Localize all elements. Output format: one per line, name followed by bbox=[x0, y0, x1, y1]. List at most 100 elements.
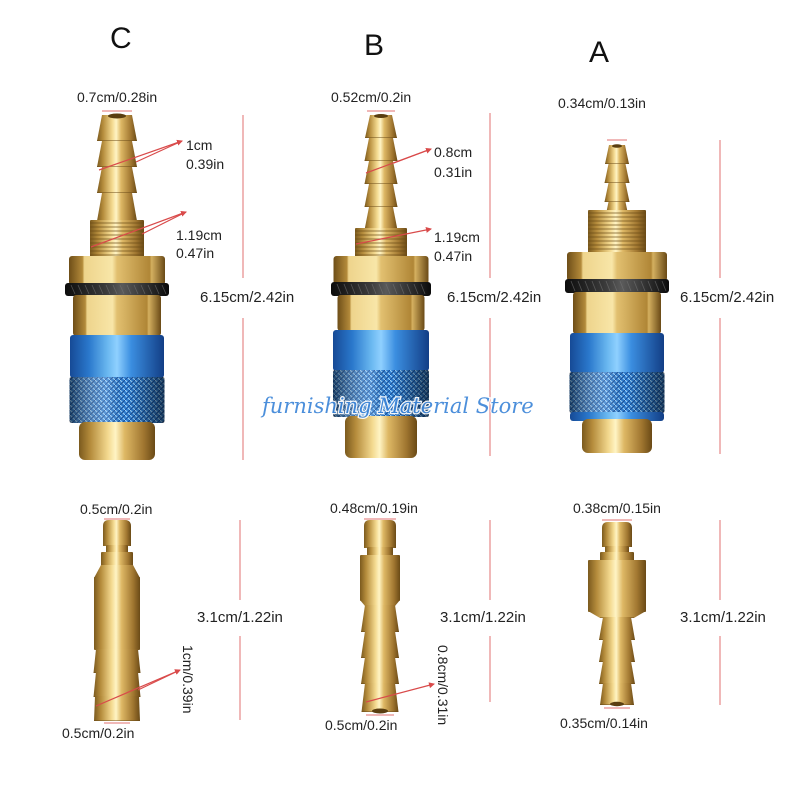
coupler-b-sealing-washer-coil bbox=[371, 283, 377, 295]
coupler-b-sealing-washer-coil bbox=[413, 283, 419, 295]
coupler-a-sealing-washer-coil bbox=[626, 280, 632, 292]
coupler-c-sealing-washer-coil bbox=[98, 284, 104, 295]
coupler-b-sealing-washer-coil bbox=[336, 283, 342, 295]
dim-top-a-total: 6.15cm/2.42in bbox=[680, 289, 774, 306]
dim-bottom-c-total: 3.1cm/1.22in bbox=[197, 609, 283, 626]
plug-b-brass-segment bbox=[361, 605, 399, 632]
column-label-b: B bbox=[364, 29, 384, 62]
dim-bottom-b-end-width: 0.5cm/0.2in bbox=[325, 717, 397, 733]
coupler-a-brass-segment bbox=[604, 183, 630, 202]
coupler-b-sealing-washer-coil bbox=[364, 283, 370, 295]
plug-a-bore-icon bbox=[610, 701, 624, 707]
coupler-c-brass-segment bbox=[97, 115, 137, 141]
plug-b-brass-segment bbox=[360, 555, 400, 601]
coupler-a-brass-segment bbox=[604, 164, 630, 183]
coupler-b-sealing-washer-coil bbox=[406, 283, 412, 295]
plug-c-nozzle-tip bbox=[103, 520, 131, 546]
coupler-a bbox=[565, 144, 669, 453]
dim-bottom-b-total: 3.1cm/1.22in bbox=[440, 609, 526, 626]
coupler-a-hex-nut bbox=[573, 292, 661, 334]
plug-c-brass-segment bbox=[94, 565, 140, 578]
coupler-b-end-cap bbox=[345, 416, 417, 458]
plug-c-brass-segment bbox=[101, 552, 133, 566]
coupler-a-sealing-washer-coil bbox=[598, 280, 604, 292]
coupler-a-knurled-grip-shade bbox=[569, 372, 665, 413]
dimension-lines-top bbox=[90, 110, 721, 460]
dim-top-a-tip-width: 0.34cm/0.13in bbox=[558, 95, 646, 111]
dim-top-c-total: 6.15cm/2.42in bbox=[200, 289, 294, 306]
coupler-a-sealing-washer-coil bbox=[570, 280, 576, 292]
coupler-c-sealing-washer-coil bbox=[140, 284, 146, 295]
dim-top-b-barb-cm: 0.8cm bbox=[434, 144, 472, 160]
coupler-c-sealing-washer-coil bbox=[161, 284, 167, 295]
coupler-a-brass-segment bbox=[605, 145, 629, 164]
coupler-c-sealing-washer-coil bbox=[126, 284, 132, 295]
coupler-c-hex-nut bbox=[73, 295, 161, 336]
coupler-a-bore-icon bbox=[612, 144, 622, 148]
coupler-c-knurled-grip-shade bbox=[69, 377, 165, 423]
dim-top-b-total: 6.15cm/2.42in bbox=[447, 289, 541, 306]
plug-a-brass-segment bbox=[605, 546, 629, 553]
coupler-c-brass-segment bbox=[97, 167, 137, 193]
plug-a-nozzle-tip bbox=[602, 522, 632, 547]
coupler-c-sealing-washer-coil bbox=[112, 284, 118, 295]
coupler-b-bore-icon bbox=[374, 114, 388, 118]
coupler-b-brass-segment bbox=[364, 207, 398, 230]
dim-top-c-tip-width: 0.7cm/0.28in bbox=[77, 89, 157, 105]
coupler-c-blue-sleeve bbox=[70, 335, 164, 378]
coupler-b-sealing-washer-coil bbox=[357, 283, 363, 295]
coupler-c-end-cap bbox=[79, 422, 155, 460]
plug-a-brass-segment bbox=[599, 639, 635, 662]
barb-pointer-top-c bbox=[98, 139, 183, 171]
dimension-lines-bottom bbox=[95, 518, 721, 724]
column-label-a: A bbox=[589, 36, 609, 69]
dim-bottom-b-tip-width: 0.48cm/0.19in bbox=[330, 500, 418, 516]
coupler-b-sealing-washer-coil bbox=[420, 283, 426, 295]
coupler-c bbox=[65, 113, 169, 460]
dim-top-b-thread-in: 0.47in bbox=[434, 248, 472, 264]
plug-b-brass-segment bbox=[367, 547, 393, 556]
coupler-c-sealing-washer-coil bbox=[119, 284, 125, 295]
coupler-b-sealing-washer-coil bbox=[392, 283, 398, 295]
coupler-a-sealing-washer-coil bbox=[577, 280, 583, 292]
coupler-b-hex-nut bbox=[337, 295, 425, 331]
dim-top-b-thread-cm: 1.19cm bbox=[434, 229, 480, 245]
plug-a-brass-segment bbox=[588, 611, 646, 618]
coupler-a-sealing-washer bbox=[565, 279, 669, 293]
dim-bottom-c-tip-width: 0.5cm/0.2in bbox=[80, 501, 152, 517]
column-label-c: C bbox=[110, 22, 132, 55]
plug-b-brass-segment bbox=[361, 657, 399, 684]
coupler-b-brass-segment bbox=[364, 138, 398, 161]
plug-b-bore-icon bbox=[372, 708, 388, 714]
plug-b-brass-segment bbox=[360, 600, 400, 606]
coupler-a-blue-sleeve bbox=[570, 412, 664, 421]
plug-b-nozzle-tip bbox=[364, 520, 396, 548]
coupler-b-sealing-washer-coil bbox=[343, 283, 349, 295]
thread-pointer-top-b bbox=[355, 227, 432, 245]
plug-c bbox=[93, 520, 141, 721]
coupler-b-sealing-washer-coil bbox=[399, 283, 405, 295]
barb-pointer-bottom-b bbox=[365, 682, 435, 703]
coupler-a-sealing-washer-coil bbox=[654, 280, 660, 292]
coupler-a-hex-nut bbox=[567, 252, 667, 281]
coupler-c-sealing-washer-coil bbox=[91, 284, 97, 295]
coupler-a-sealing-washer-coil bbox=[591, 280, 597, 292]
coupler-a-sealing-washer-coil bbox=[633, 280, 639, 292]
coupler-c-sealing-washer-coil bbox=[70, 284, 76, 295]
dim-top-b-tip-width: 0.52cm/0.2in bbox=[331, 89, 411, 105]
coupler-b-brass-segment bbox=[364, 161, 398, 184]
coupler-b-brass-segment bbox=[365, 115, 397, 138]
plug-a-brass-segment bbox=[599, 617, 635, 640]
plug-c-brass-segment bbox=[94, 577, 140, 650]
coupler-a-sealing-washer-coil bbox=[605, 280, 611, 292]
coupler-b-sealing-washer-coil bbox=[350, 283, 356, 295]
barb-pointer-top-b-2 bbox=[393, 148, 432, 164]
thread-pointer-top-c bbox=[90, 210, 187, 248]
coupler-b-knurled-grip-shade bbox=[333, 370, 429, 417]
store-watermark: furnishing Material Store bbox=[260, 394, 534, 418]
dim-top-c-thread-in: 0.47in bbox=[176, 245, 214, 261]
plug-c-brass-segment bbox=[93, 649, 141, 673]
coupler-c-bore-icon bbox=[108, 113, 126, 119]
plug-b-brass-segment bbox=[361, 631, 399, 658]
coupler-c-sealing-washer bbox=[65, 283, 169, 296]
